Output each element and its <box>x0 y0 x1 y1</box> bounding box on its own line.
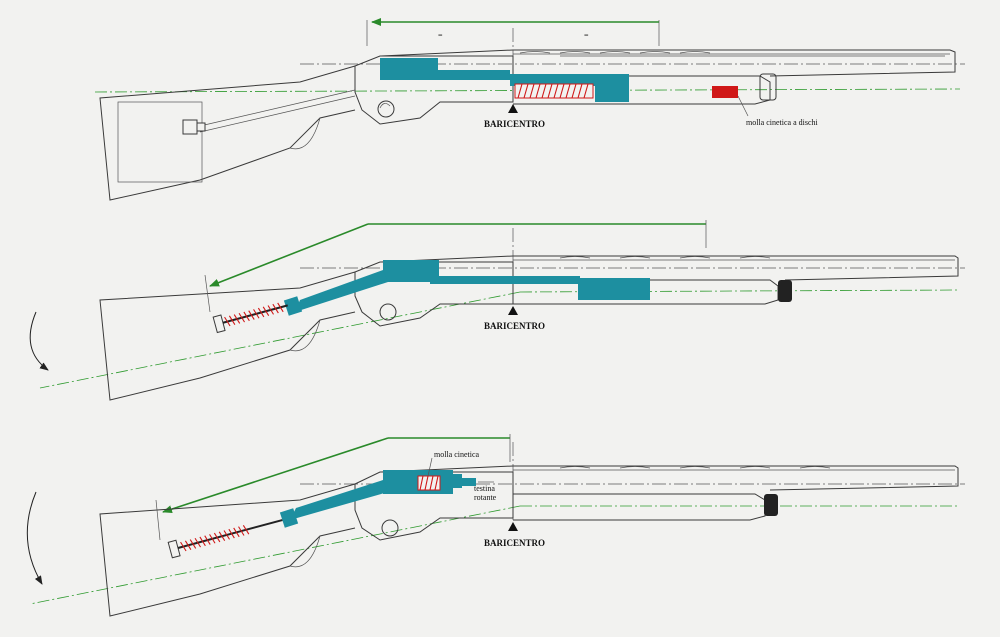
shotgun-outline <box>99 255 959 401</box>
shotgun-outline <box>99 465 959 617</box>
trigger-guard <box>381 519 399 537</box>
receiver <box>354 55 514 125</box>
stock <box>99 483 356 617</box>
equal-distance-indicator: = = <box>366 18 660 46</box>
panel-unlocked: molla cinetica testina rotante BARICENTR… <box>26 434 965 617</box>
stock-tube-lower <box>199 95 356 133</box>
barycenter-label: BARICENTRO <box>484 538 545 548</box>
recoil-rod <box>290 480 388 520</box>
forend <box>513 75 771 105</box>
barycenter-marker <box>508 104 518 113</box>
bolt-carrier <box>383 260 439 282</box>
rotating-head <box>452 474 462 488</box>
stock <box>99 65 356 201</box>
return-spring-1 <box>514 83 594 99</box>
rib-vents <box>519 51 711 54</box>
shotgun-outline <box>99 49 956 201</box>
trigger <box>379 103 391 109</box>
kinetic-spring-label: molla cinetica <box>434 450 480 459</box>
disc-spring-leader <box>737 95 749 117</box>
aim-axis-line <box>519 289 961 293</box>
rod-guide <box>279 508 299 528</box>
panel-recoil: BARICENTRO <box>29 220 965 401</box>
inertia-block <box>578 278 650 300</box>
bolt-link <box>430 276 580 284</box>
magazine-cap <box>764 494 778 516</box>
recoil-path-arrow <box>209 223 369 287</box>
recoil-spring <box>212 302 288 334</box>
stock-nut <box>182 119 198 135</box>
barycenter-marker <box>508 522 518 531</box>
receiver <box>354 261 514 327</box>
disc-spring-label: molla cinetica a dischi <box>746 118 819 127</box>
forend <box>513 493 766 521</box>
recoil-path-arrow <box>162 437 389 513</box>
rotation-arrow <box>26 491 43 585</box>
barycenter-label: BARICENTRO <box>484 321 545 331</box>
recoil-spring <box>167 519 283 559</box>
trigger-guard <box>379 303 397 321</box>
barrel <box>379 49 956 77</box>
rotating-head-label-1: testina <box>474 484 495 493</box>
rotating-head-label-2: rotante <box>474 493 497 502</box>
equal-sign-right: = <box>584 31 589 40</box>
trigger-guard <box>377 100 395 118</box>
rod-guide <box>283 296 303 316</box>
rotation-arrow <box>29 311 49 371</box>
kinetic-spring <box>417 475 441 491</box>
magazine-cap <box>759 73 777 101</box>
recoil-rod <box>295 270 388 312</box>
kinetic-spring-leader <box>427 457 433 477</box>
barrel <box>379 465 959 491</box>
stock-tube-upper <box>199 89 356 127</box>
inertia-block <box>595 74 629 102</box>
stock-bore <box>117 101 203 183</box>
panel-rest: = = <box>94 18 965 201</box>
stock <box>99 271 356 401</box>
aim-axis-line <box>94 88 961 93</box>
barycenter-marker <box>508 306 518 315</box>
magazine-cap <box>778 280 792 302</box>
bolt-link <box>430 70 510 80</box>
stock-axis-line <box>39 291 521 389</box>
stock-axis-line <box>29 505 521 605</box>
barycenter-label: BARICENTRO <box>484 119 545 129</box>
equal-sign-left: = <box>438 31 443 40</box>
disc-spring <box>712 86 738 98</box>
barrel <box>379 255 959 281</box>
bolt-carrier <box>380 58 438 80</box>
